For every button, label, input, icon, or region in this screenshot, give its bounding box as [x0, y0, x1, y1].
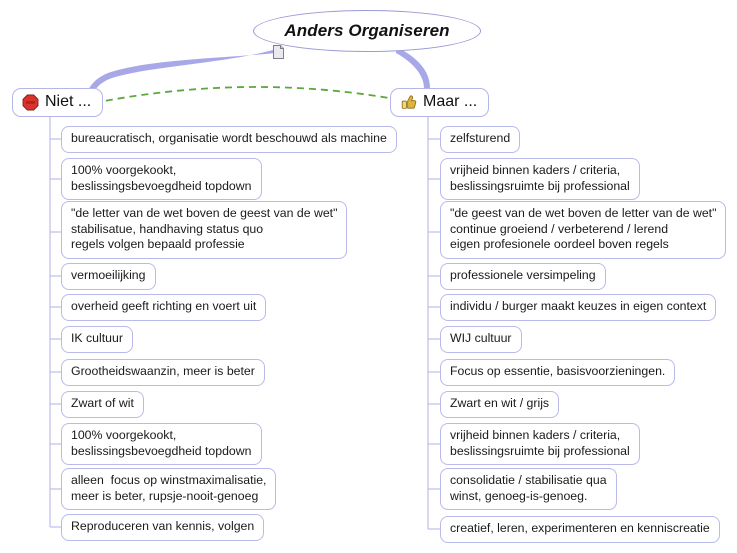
- sub-topic-right-1[interactable]: zelfsturend: [440, 126, 521, 153]
- left-spine: [42, 111, 61, 528]
- sub-topic-line: 100% voorgekookt,: [71, 163, 177, 177]
- page-title: Anders Organiseren: [284, 21, 450, 40]
- sub-topic-line: vrijheid binnen kaders / criteria,: [450, 428, 621, 442]
- thumbs-up-icon: [401, 94, 417, 109]
- sub-topic-line: Grootheidswaanzin, meer is beter: [71, 364, 255, 378]
- sub-topic-right-9[interactable]: vrijheid binnen kaders / criteria, besli…: [440, 423, 640, 465]
- sub-topic-line: professionele versimpeling: [450, 268, 596, 282]
- sub-topic-line: 100% voorgekookt,: [71, 428, 177, 442]
- sub-topic-line: meer is beter, rupsje-nooit-genoeg: [71, 488, 259, 503]
- document-note-icon[interactable]: [273, 45, 284, 59]
- sub-topic-right-4[interactable]: professionele versimpeling: [440, 263, 606, 290]
- sub-topic-line: consolidatie / stabilisatie qua: [450, 473, 607, 487]
- sub-topic-line: WIJ cultuur: [450, 331, 512, 345]
- sub-topic-line: Reproduceren van kennis, volgen: [71, 519, 255, 533]
- sub-topic-line: vrijheid binnen kaders / criteria,: [450, 163, 621, 177]
- sub-topic-left-7[interactable]: Grootheidswaanzin, meer is beter: [61, 359, 265, 386]
- sub-topic-left-5[interactable]: overheid geeft richting en voert uit: [61, 294, 267, 321]
- sub-topic-left-4[interactable]: vermoeilijking: [61, 263, 156, 290]
- sub-topic-left-6[interactable]: IK cultuur: [61, 326, 133, 353]
- sub-topic-line: stabilisatue, handhaving status quo: [71, 221, 264, 236]
- branch-label-maar: Maar ...: [423, 93, 478, 110]
- sub-topic-left-2[interactable]: 100% voorgekookt, beslissingsbevoegdheid…: [61, 158, 262, 200]
- relationship-arc: [88, 86, 409, 108]
- branch-connector-right: [396, 51, 430, 88]
- branch-connector-left: [86, 49, 276, 100]
- sub-topic-line: alleen focus op winstmaximalisatie,: [71, 473, 267, 487]
- sub-topic-left-9[interactable]: 100% voorgekookt, beslissingsbevoegdheid…: [61, 423, 262, 465]
- sub-topic-right-5[interactable]: individu / burger maakt keuzes in eigen …: [440, 294, 717, 321]
- sub-topic-line: beslissingsbevoegdheid topdown: [71, 178, 252, 193]
- sub-topic-left-10[interactable]: alleen focus op winstmaximalisatie, meer…: [61, 468, 277, 510]
- sub-topic-right-8[interactable]: Zwart en wit / grijs: [440, 391, 560, 418]
- sub-topic-line: bureaucratisch, organisatie wordt bescho…: [71, 131, 387, 145]
- sub-topic-line: winst, genoeg-is-genoeg.: [450, 488, 588, 503]
- sub-topic-line: continue groeiend / verbeterend / lerend: [450, 221, 669, 236]
- sub-topic-line: creatief, leren, experimenteren en kenni…: [450, 521, 710, 535]
- sub-topic-right-11[interactable]: creatief, leren, experimenteren en kenni…: [440, 516, 720, 543]
- central-topic[interactable]: Anders Organiseren: [253, 10, 481, 52]
- sub-topic-right-10[interactable]: consolidatie / stabilisatie qua winst, g…: [440, 468, 617, 510]
- stop-sign-icon: [22, 94, 39, 110]
- sub-topic-line: regels volgen bepaald professie: [71, 237, 245, 251]
- sub-topic-line: Focus op essentie, basisvoorzieningen.: [450, 364, 666, 378]
- sub-topic-left-3[interactable]: "de letter van de wet boven de geest van…: [61, 201, 348, 259]
- sub-topic-line: vermoeilijking: [71, 268, 146, 282]
- right-spine: [420, 111, 440, 530]
- sub-topic-left-8[interactable]: Zwart of wit: [61, 391, 144, 418]
- sub-topic-line: eigen profesionele oordeel boven regels: [450, 237, 669, 251]
- sub-topic-line: individu / burger maakt keuzes in eigen …: [450, 299, 707, 313]
- sub-topic-line: beslissingsruimte bij professional: [450, 178, 630, 193]
- branch-node-maar[interactable]: Maar ...: [390, 88, 490, 117]
- sub-topic-line: beslissingsbevoegdheid topdown: [71, 443, 252, 458]
- sub-topic-line: overheid geeft richting en voert uit: [71, 299, 257, 313]
- sub-topic-line: "de geest van de wet boven de letter van…: [450, 206, 717, 220]
- sub-topic-line: "de letter van de wet boven de geest van…: [71, 206, 338, 220]
- branch-label-niet: Niet ...: [45, 93, 92, 110]
- sub-topic-line: IK cultuur: [71, 331, 123, 345]
- sub-topic-line: zelfsturend: [450, 131, 511, 145]
- sub-topic-left-1[interactable]: bureaucratisch, organisatie wordt bescho…: [61, 126, 397, 153]
- sub-topic-line: beslissingsruimte bij professional: [450, 443, 630, 458]
- sub-topic-left-11[interactable]: Reproduceren van kennis, volgen: [61, 514, 265, 541]
- sub-topic-right-7[interactable]: Focus op essentie, basisvoorzieningen.: [440, 359, 676, 386]
- sub-topic-right-2[interactable]: vrijheid binnen kaders / criteria, besli…: [440, 158, 640, 200]
- sub-topic-right-6[interactable]: WIJ cultuur: [440, 326, 522, 353]
- branch-node-niet[interactable]: Niet ...: [12, 88, 104, 117]
- sub-topic-line: Zwart of wit: [71, 396, 134, 410]
- sub-topic-right-3[interactable]: "de geest van de wet boven de letter van…: [440, 201, 727, 259]
- sub-topic-line: Zwart en wit / grijs: [450, 396, 550, 410]
